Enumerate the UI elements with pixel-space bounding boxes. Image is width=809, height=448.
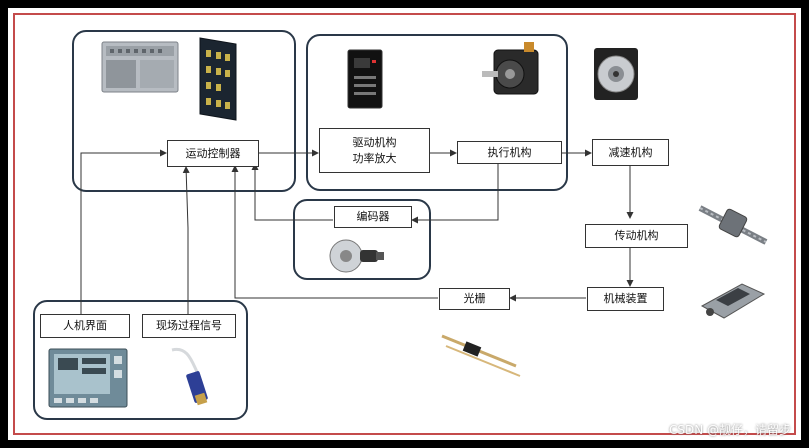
- edge-actuator-encoder: [411, 162, 499, 224]
- encoder-group: [293, 199, 431, 280]
- node-actuator: 执行机构: [457, 141, 562, 164]
- node-field-signal: 现场过程信号: [142, 314, 236, 338]
- linear-stage-icon: [700, 283, 766, 319]
- node-grating: 光栅: [439, 288, 510, 310]
- node-transmission: 传动机构: [585, 224, 688, 248]
- edge-grating-controller: [231, 165, 438, 299]
- node-label: 驱动机构: [352, 135, 397, 149]
- node-machinery: 机械装置: [587, 287, 664, 311]
- diagram-canvas: 运动控制器 驱动机构 功率放大 执行机构 减速机构 编码器 传动机构 机械装置 …: [8, 8, 801, 440]
- node-reducer: 减速机构: [592, 139, 669, 166]
- node-label: 现场过程信号: [156, 319, 222, 332]
- node-motion-controller: 运动控制器: [167, 140, 259, 167]
- node-label: 减速机构: [608, 145, 653, 159]
- node-label: 执行机构: [487, 145, 532, 159]
- node-label: 编码器: [356, 210, 390, 223]
- servo-drive-icon: [347, 49, 383, 109]
- ball-screw-icon: [698, 205, 768, 245]
- input-group: [33, 300, 248, 420]
- node-label: 光栅: [463, 292, 486, 305]
- controller-group: [72, 30, 296, 192]
- node-hmi: 人机界面: [40, 314, 130, 338]
- node-label: 人机界面: [63, 319, 107, 332]
- gearbox-icon: [594, 48, 638, 100]
- drive-group: [306, 34, 568, 191]
- proximity-sensor-icon: [171, 347, 208, 406]
- edge-hmi-controller: [80, 149, 167, 314]
- plc-module-icon: [101, 41, 179, 93]
- node-label: 机械装置: [603, 292, 648, 305]
- outer-frame: [13, 13, 796, 435]
- rotary-encoder-icon: [329, 239, 384, 273]
- edge-encoder-controller: [251, 163, 333, 221]
- controller-card-icon: [199, 37, 237, 121]
- node-label: 功率放大: [352, 151, 397, 165]
- watermark: CSDN @靓仔，请留步: [668, 423, 791, 437]
- hmi-panel-icon: [48, 348, 128, 408]
- node-label: 运动控制器: [185, 146, 241, 160]
- edge-field-controller: [182, 166, 190, 314]
- grating-scale-icon: [441, 334, 521, 377]
- node-label: 传动机构: [614, 229, 659, 242]
- connector-lines: [80, 149, 634, 314]
- node-encoder: 编码器: [334, 206, 412, 228]
- servo-motor-icon: [482, 42, 539, 95]
- node-driver: 驱动机构 功率放大: [319, 128, 430, 173]
